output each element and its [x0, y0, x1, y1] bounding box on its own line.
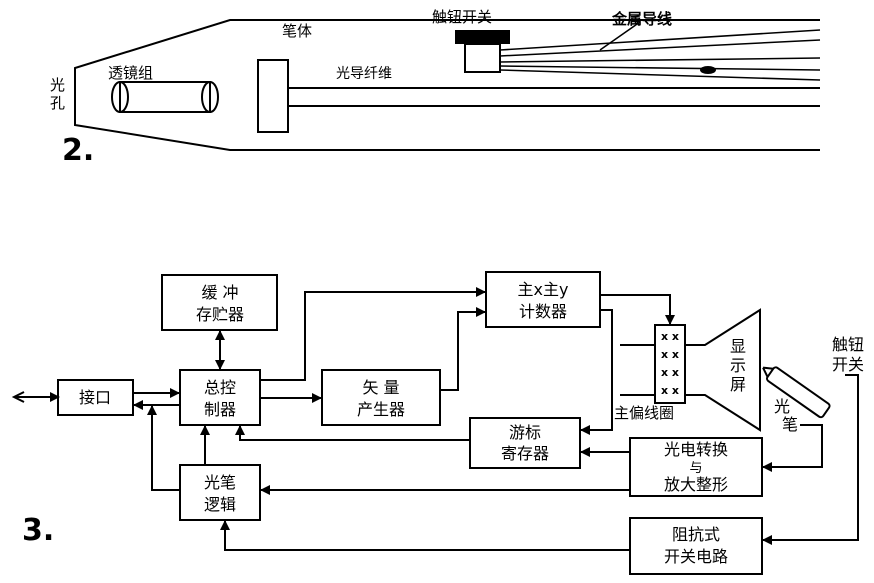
- pen-logic-line2: 逻辑: [204, 495, 236, 514]
- figure-3-number: 3.: [22, 513, 54, 548]
- coil-mark-2: x x: [661, 348, 679, 361]
- coil-mark-1: x x: [661, 330, 679, 343]
- vector-generator-line1: 矢 量: [362, 378, 399, 397]
- switch-circuit-line2: 开关电路: [664, 547, 728, 566]
- cursor-register-line1: 游标: [509, 423, 541, 442]
- light-pen-label-char-1: 光: [774, 397, 790, 416]
- fiber-holder: [257, 59, 289, 133]
- metal-wire-leader: [599, 21, 641, 51]
- main-counter-line1: 主x主y: [518, 280, 569, 299]
- display-char-3: 屏: [730, 375, 746, 394]
- photo-amplifier-line2: 与: [689, 461, 702, 476]
- light-hole-char-2: 孔: [50, 94, 65, 112]
- metal-wire-3: [499, 57, 821, 63]
- light-pen-icon: [762, 366, 831, 419]
- touch-switch-body: [464, 43, 501, 73]
- crt-outline: [620, 308, 761, 432]
- touch-switch-label-3-line1: 触钮: [832, 335, 864, 354]
- control-block: [179, 369, 261, 426]
- control-line2: 制器: [204, 400, 236, 419]
- coil-mark-4: x x: [661, 384, 679, 397]
- vector-generator-line2: 产生器: [357, 400, 405, 419]
- photo-amplifier-line1: 光电转换: [664, 440, 728, 459]
- cursor-register-line2: 寄存器: [501, 444, 549, 463]
- coil-mark-3: x x: [661, 366, 679, 379]
- lens-right-face: [201, 81, 219, 113]
- optical-fiber-label: 光导纤维: [336, 66, 392, 82]
- figure-3: 缓 冲 存贮器 主x主y 计数器 接口 总控 制器 矢 量 产生器 游标 寄存器…: [11, 271, 864, 575]
- main-counter-block: [485, 271, 601, 328]
- metal-wire-label: 金属导线: [611, 10, 672, 28]
- cursor-register-block: [469, 417, 581, 469]
- light-hole-char-1: 光: [50, 76, 65, 94]
- pen-logic-line1: 光笔: [204, 473, 236, 492]
- metal-wire-4: [499, 65, 821, 71]
- light-pen-label-char-2: 笔: [782, 415, 798, 434]
- lens-group-body: [119, 81, 211, 113]
- switch-circuit-line1: 阻抗式: [672, 525, 720, 544]
- switch-circuit-block: [629, 517, 763, 575]
- touch-switch-button: [455, 30, 510, 44]
- pen-logic-block: [179, 464, 261, 521]
- wire-knot: [700, 66, 716, 74]
- lens-left-face: [111, 81, 129, 113]
- display-char-2: 示: [730, 356, 746, 375]
- photo-amplifier-block: [629, 437, 763, 497]
- figure-2-number: 2.: [62, 133, 94, 168]
- metal-wire-1: [499, 29, 821, 51]
- pen-body-outline: [74, 19, 820, 151]
- photo-amplifier-line3: 放大整形: [664, 475, 728, 494]
- deflection-coil-label: 主偏线圈: [614, 404, 674, 422]
- lens-group-label: 透镜组: [108, 64, 153, 82]
- display-char-1: 显: [730, 337, 746, 356]
- metal-wire-2: [499, 39, 821, 57]
- light-hole-label: 光 孔: [50, 76, 70, 112]
- pen-body-label: 笔体: [282, 22, 312, 40]
- arrowheads: [50, 287, 772, 545]
- main-counter-line2: 计数器: [519, 302, 567, 321]
- figure-2: 笔体 触钮开关 金属导线 透镜组 光导纤维 光 孔 2.: [50, 8, 821, 168]
- control-line1: 总控: [204, 378, 236, 397]
- touch-switch-label-3-line2: 开关: [832, 355, 864, 374]
- buffer-register-line1: 缓 冲: [201, 283, 238, 302]
- interface-label: 接口: [79, 388, 111, 407]
- buffer-register-line2: 存贮器: [196, 305, 244, 324]
- metal-wire-5: [499, 69, 821, 81]
- touch-switch-label: 触钮开关: [432, 8, 492, 26]
